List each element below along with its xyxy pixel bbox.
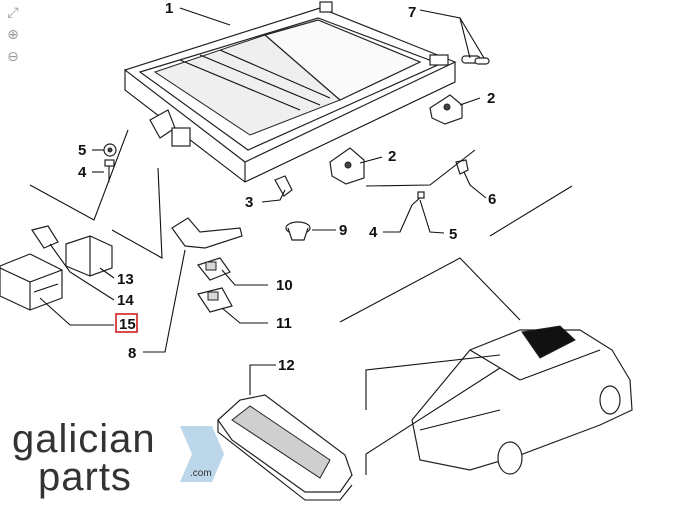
part-module[interactable] [65,235,113,277]
callout-10[interactable]: 10 [276,277,293,294]
part-bracket-upper[interactable] [429,94,463,125]
brand-logo: galician parts .com [12,417,224,499]
callout-labels: 1 7 2 5 4 2 6 3 9 4 5 13 10 14 15 11 8 1… [78,0,496,374]
car-illustration [411,325,633,475]
callout-13[interactable]: 13 [117,271,134,288]
part-connector[interactable] [31,225,59,249]
callout-11[interactable]: 11 [276,315,292,332]
callout-15-highlight [115,313,138,333]
part-bulbs[interactable] [461,55,490,65]
callout-2a[interactable]: 2 [487,90,495,107]
callout-5a[interactable]: 5 [78,142,86,159]
zoom-in-icon[interactable]: ⊕ [7,27,19,43]
brand-line1: galician [12,417,156,461]
callout-8[interactable]: 8 [128,345,136,362]
callout-3[interactable]: 3 [245,194,253,211]
brand-suffix: .com [190,468,212,479]
callout-4a[interactable]: 4 [78,164,87,181]
callout-4b[interactable]: 4 [369,224,378,241]
callout-14[interactable]: 14 [117,292,134,309]
callout-5b[interactable]: 5 [449,226,457,243]
zoom-toolbar: ⤢ ⊕ ⊖ [4,4,24,70]
zoom-out-icon[interactable]: ⊖ [7,49,19,65]
callout-1[interactable]: 1 [165,0,173,17]
callout-2b[interactable]: 2 [388,148,396,165]
callout-6[interactable]: 6 [488,191,496,208]
brand-accent-shape [180,426,224,482]
part-clip-10[interactable] [196,257,231,281]
brand-line2: parts [38,455,132,499]
part-clip[interactable] [455,159,469,175]
part-bracket-lower[interactable] [329,147,365,185]
fit-screen-icon[interactable]: ⤢ [7,5,19,21]
callout-15[interactable]: 15 [119,316,136,333]
callout-12[interactable]: 12 [278,357,295,374]
leader-lines [29,7,573,475]
callout-7[interactable]: 7 [408,4,416,21]
part-hinge[interactable] [149,109,293,197]
sunroof-frame[interactable] [123,1,457,183]
part-control-unit[interactable] [0,253,63,311]
part-clip-11[interactable] [197,287,233,313]
callout-9[interactable]: 9 [339,222,347,239]
part-screw-small[interactable] [411,191,425,206]
part-mount-bracket[interactable] [171,217,243,249]
part-nut[interactable] [103,143,117,157]
part-console[interactable] [217,394,353,501]
part-grommet[interactable] [285,221,311,241]
